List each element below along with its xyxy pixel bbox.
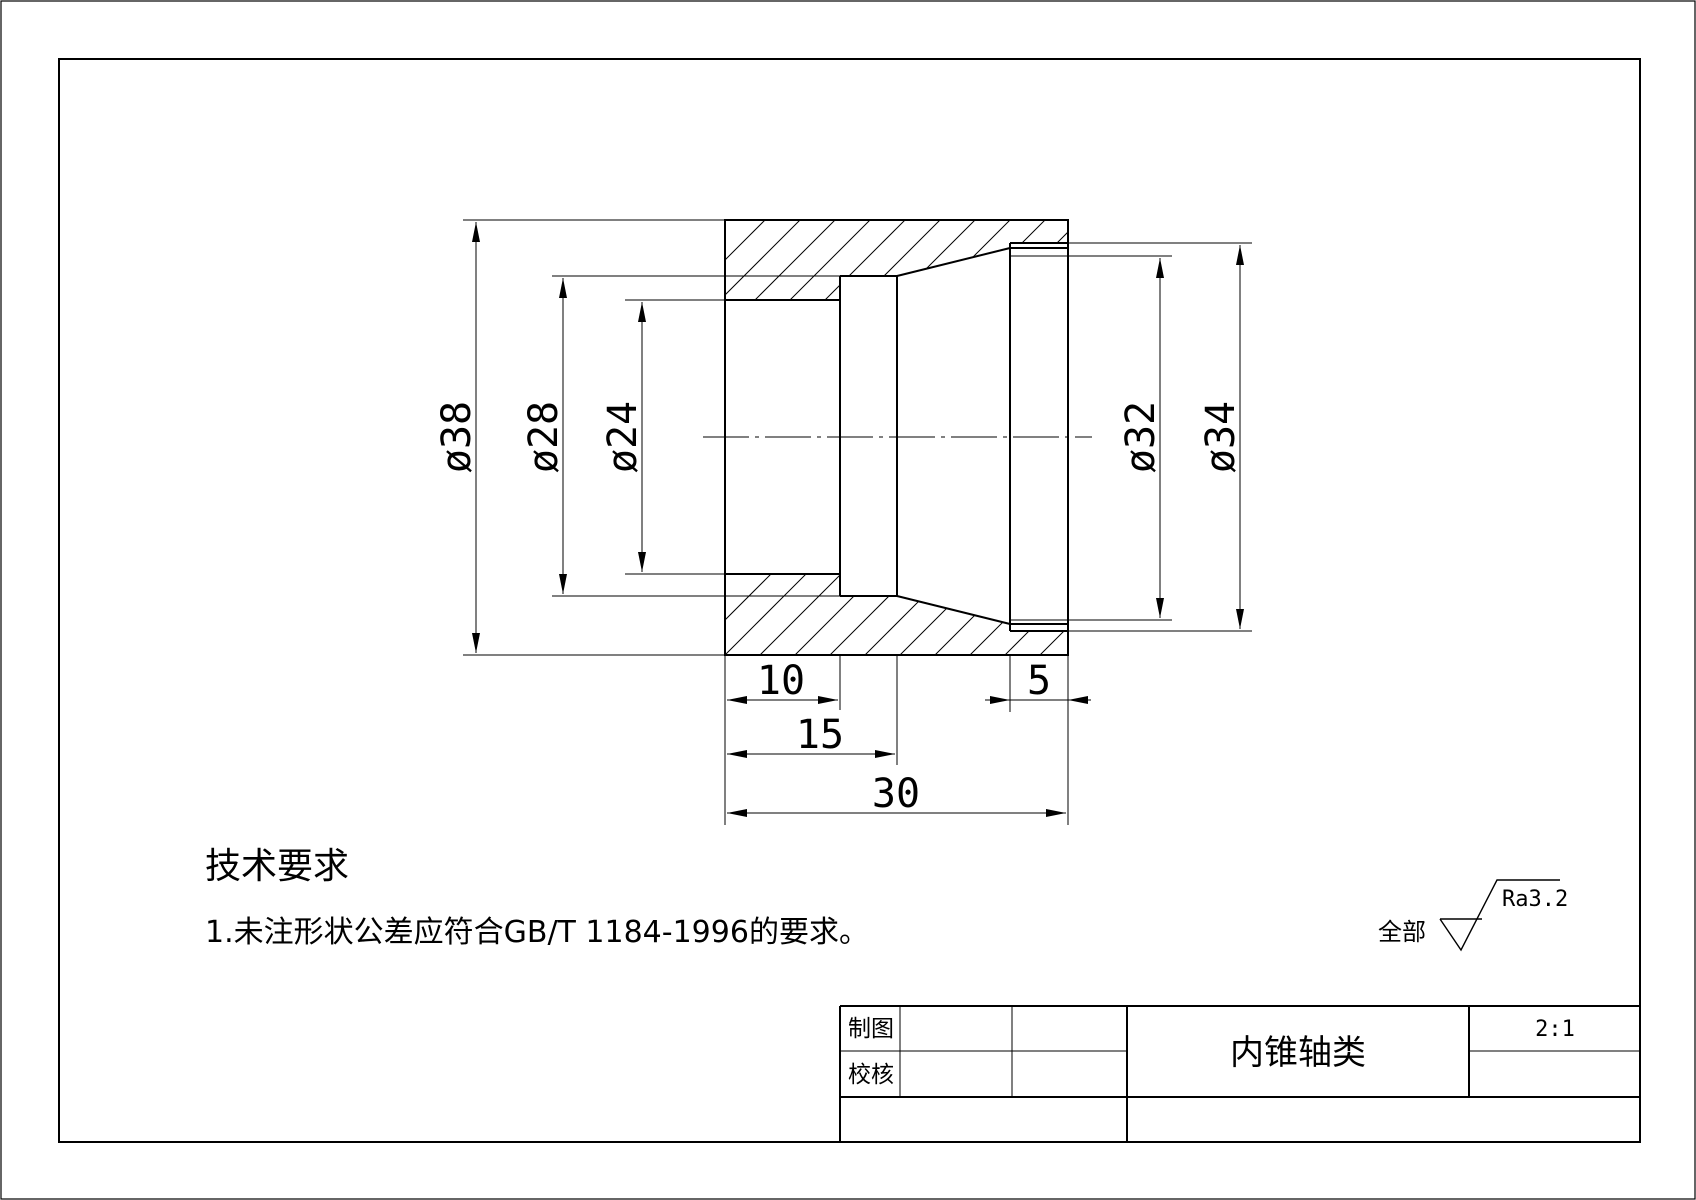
dim-text-len-10: 10 (757, 658, 805, 704)
dim-text-dia-24: ø24 (600, 401, 646, 473)
dim-text-len-15: 15 (796, 712, 844, 758)
roughness-icon (1439, 879, 1560, 952)
dim-text-dia-34: ø34 (1198, 401, 1244, 473)
tech-req-item-1: 1.未注形状公差应符合GB/T 1184-1996的要求。 (205, 915, 869, 950)
dimensions (463, 219, 1252, 825)
surface-finish-value: Ra3.2 (1502, 887, 1568, 912)
dim-text-len-30: 30 (872, 771, 920, 817)
title-block (839, 1005, 1640, 1142)
surface-finish-scope: 全部 (1378, 918, 1426, 946)
drawn-by-label: 制图 (848, 1016, 894, 1042)
part-section-view (703, 219, 1092, 656)
drawing-frame (58, 58, 1641, 1143)
checked-by-label: 校核 (848, 1062, 894, 1088)
part-title: 内锥轴类 (1230, 1033, 1366, 1073)
dim-text-dia-38: ø38 (434, 401, 480, 473)
dim-text-dia-32: ø32 (1118, 401, 1164, 473)
scale-value: 2:1 (1535, 1017, 1575, 1042)
dimension-texts: ø38 ø28 ø24 ø32 ø34 10 15 30 5 (434, 401, 1244, 817)
dim-text-len-5: 5 (1027, 658, 1051, 704)
technical-requirements: 技术要求 1.未注形状公差应符合GB/T 1184-1996的要求。 (205, 846, 869, 950)
tech-req-title: 技术要求 (205, 846, 349, 887)
surface-finish-symbol: 全部 Ra3.2 (1378, 879, 1568, 952)
title-block-texts: 制图 校核 内锥轴类 2:1 (848, 1016, 1575, 1088)
dim-text-dia-28: ø28 (521, 401, 567, 473)
